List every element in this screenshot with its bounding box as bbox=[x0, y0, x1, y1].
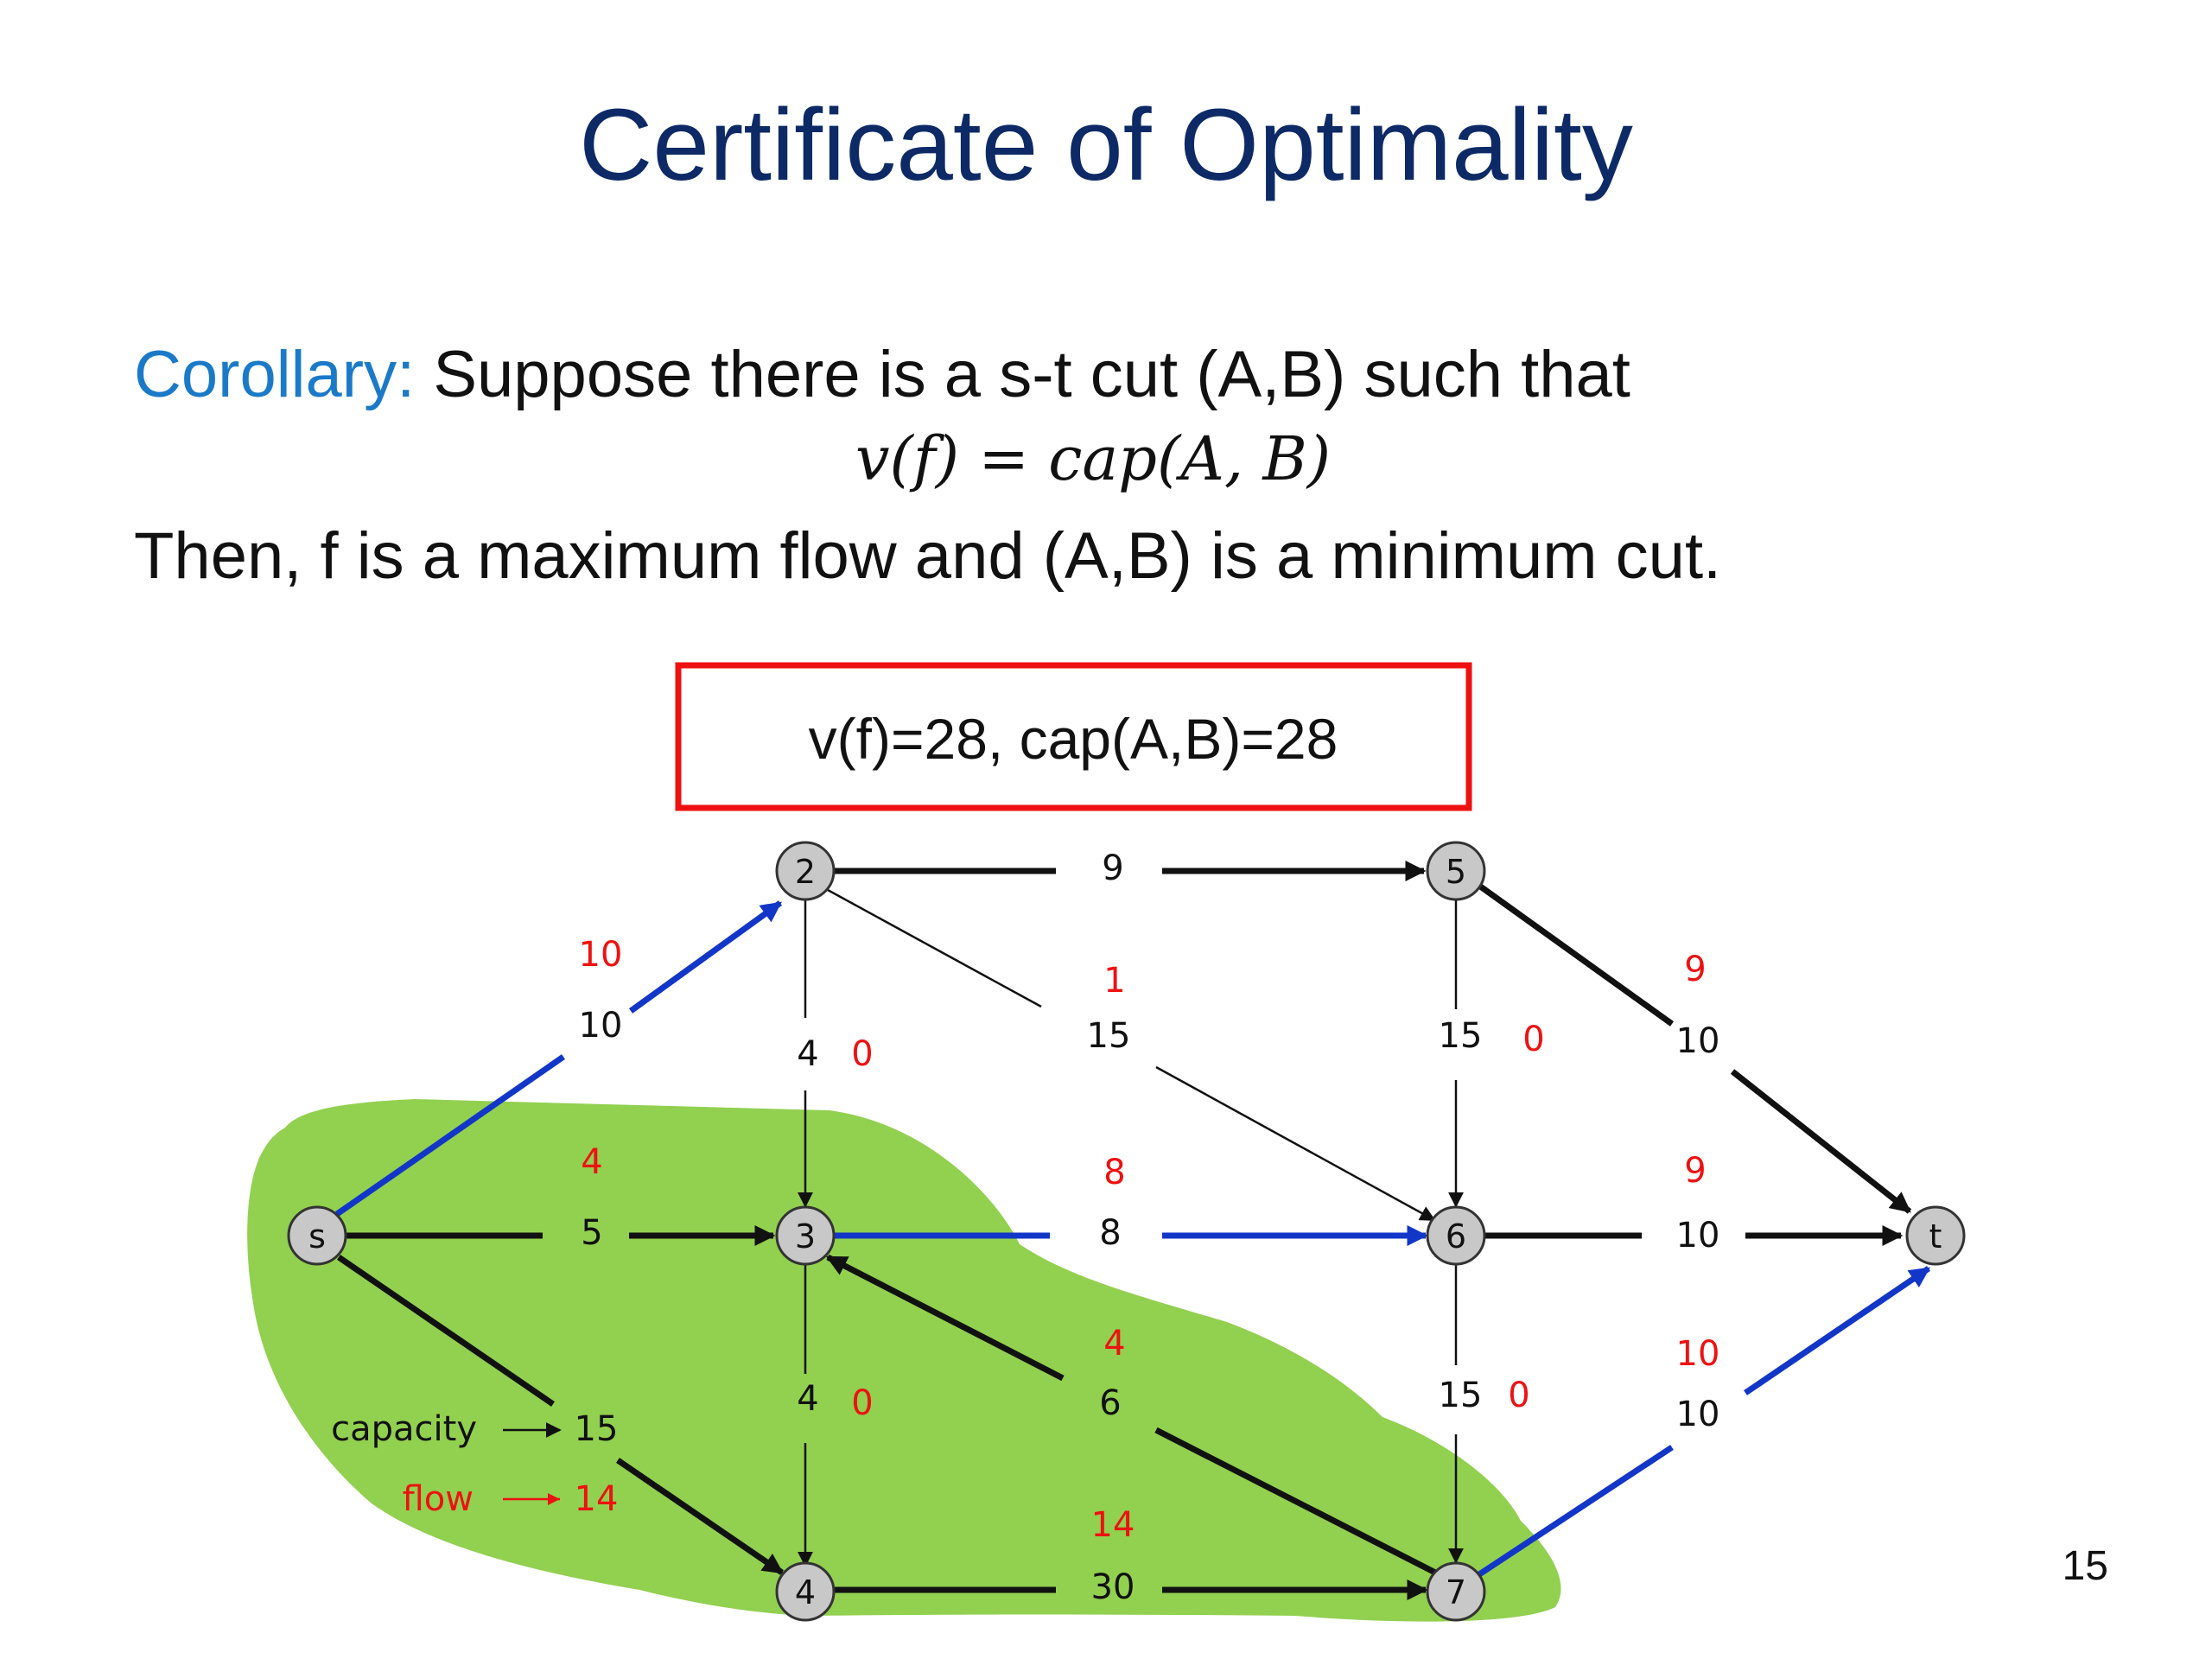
edge-7-t bbox=[1478, 1445, 1674, 1577]
conclusion-line: Then, f is a maximum flow and (A,B) is a… bbox=[134, 519, 1722, 593]
formula: v(f) = cap(A, B) bbox=[855, 423, 1332, 494]
cap-6-t: 10 bbox=[1676, 1216, 1720, 1255]
flow-7-t: 10 bbox=[1676, 1334, 1720, 1374]
flow-6-7: 0 bbox=[1508, 1376, 1529, 1415]
flow-3-6: 8 bbox=[1103, 1153, 1125, 1192]
node-7-label: 7 bbox=[1446, 1573, 1466, 1611]
cut-region bbox=[247, 1099, 1561, 1622]
edge-s-2-head bbox=[628, 900, 783, 1014]
flow-2-6: 1 bbox=[1103, 961, 1125, 1001]
cap-s-2: 10 bbox=[579, 1006, 623, 1046]
cap-4-7: 30 bbox=[1091, 1567, 1135, 1607]
node-2-label: 2 bbox=[795, 853, 816, 891]
flow-s-3: 4 bbox=[581, 1142, 602, 1182]
node-3-label: 3 bbox=[795, 1217, 816, 1255]
cap-7-3: 6 bbox=[1099, 1383, 1121, 1423]
cap-2-3: 4 bbox=[797, 1034, 818, 1074]
flow-7-3: 4 bbox=[1103, 1324, 1125, 1363]
node-s-label: s bbox=[308, 1217, 326, 1255]
node-5-label: 5 bbox=[1446, 853, 1466, 891]
legend-flow-value: 14 bbox=[575, 1479, 619, 1519]
node-3: 3 bbox=[775, 1205, 836, 1266]
result-box bbox=[675, 662, 1472, 811]
cap-7-t: 10 bbox=[1676, 1395, 1720, 1434]
edge-s-4-head bbox=[616, 1458, 784, 1575]
node-4-label: 4 bbox=[795, 1573, 816, 1611]
node-7: 7 bbox=[1426, 1561, 1486, 1622]
node-t-label: t bbox=[1929, 1217, 1942, 1255]
edge-5-t bbox=[1477, 883, 1675, 1027]
edge-7-3 bbox=[825, 1254, 1065, 1382]
flow-4-7: 14 bbox=[1091, 1505, 1135, 1545]
flow-5-t: 9 bbox=[1684, 950, 1706, 989]
edge-7-3-tail bbox=[1154, 1427, 1440, 1578]
node-2: 2 bbox=[775, 841, 836, 901]
edge-7-t-head bbox=[1744, 1266, 1930, 1395]
node-s: s bbox=[287, 1205, 347, 1266]
node-6-label: 6 bbox=[1446, 1217, 1466, 1255]
cap-5-6: 15 bbox=[1439, 1016, 1483, 1056]
cap-3-6: 8 bbox=[1099, 1213, 1121, 1253]
legend-flow-arrowhead bbox=[548, 1493, 560, 1505]
edge-s-2 bbox=[335, 1054, 565, 1217]
flow-3-4: 0 bbox=[851, 1383, 873, 1423]
edge-s-4 bbox=[337, 1255, 555, 1407]
result-box-text: v(f)=28, cap(A,B)=28 bbox=[809, 707, 1338, 771]
cap-6-7: 15 bbox=[1439, 1376, 1483, 1415]
node-t: t bbox=[1905, 1205, 1966, 1266]
edge-2-6-head bbox=[1155, 1065, 1436, 1222]
cap-2-6: 15 bbox=[1087, 1016, 1131, 1056]
corollary-line: Corollary: Suppose there is a s-t cut (A… bbox=[134, 337, 1630, 412]
page-number: 15 bbox=[2062, 1543, 2108, 1589]
node-6: 6 bbox=[1426, 1205, 1486, 1266]
flow-6-t: 9 bbox=[1684, 1151, 1706, 1191]
cap-5-t: 10 bbox=[1676, 1021, 1720, 1061]
slide-title: Certificate of Optimality bbox=[579, 88, 1633, 202]
flow-s-2: 10 bbox=[579, 935, 623, 975]
edge-2-6 bbox=[827, 888, 1042, 1008]
flow-5-6: 0 bbox=[1522, 1020, 1544, 1059]
cap-s-3: 5 bbox=[581, 1213, 602, 1253]
cap-2-5: 9 bbox=[1102, 849, 1123, 888]
cap-s-4: 15 bbox=[575, 1409, 619, 1449]
flow-2-3: 0 bbox=[851, 1034, 873, 1074]
corollary-text: Suppose there is a s-t cut (A,B) such th… bbox=[415, 338, 1630, 411]
node-5: 5 bbox=[1426, 841, 1486, 901]
corollary-label: Corollary: bbox=[134, 338, 416, 411]
node-4: 4 bbox=[775, 1561, 836, 1622]
legend-capacity-label: capacity bbox=[331, 1409, 477, 1449]
edge-5-t-head bbox=[1730, 1069, 1912, 1214]
legend-flow-label: flow bbox=[403, 1479, 474, 1519]
cap-3-4: 4 bbox=[797, 1379, 818, 1419]
